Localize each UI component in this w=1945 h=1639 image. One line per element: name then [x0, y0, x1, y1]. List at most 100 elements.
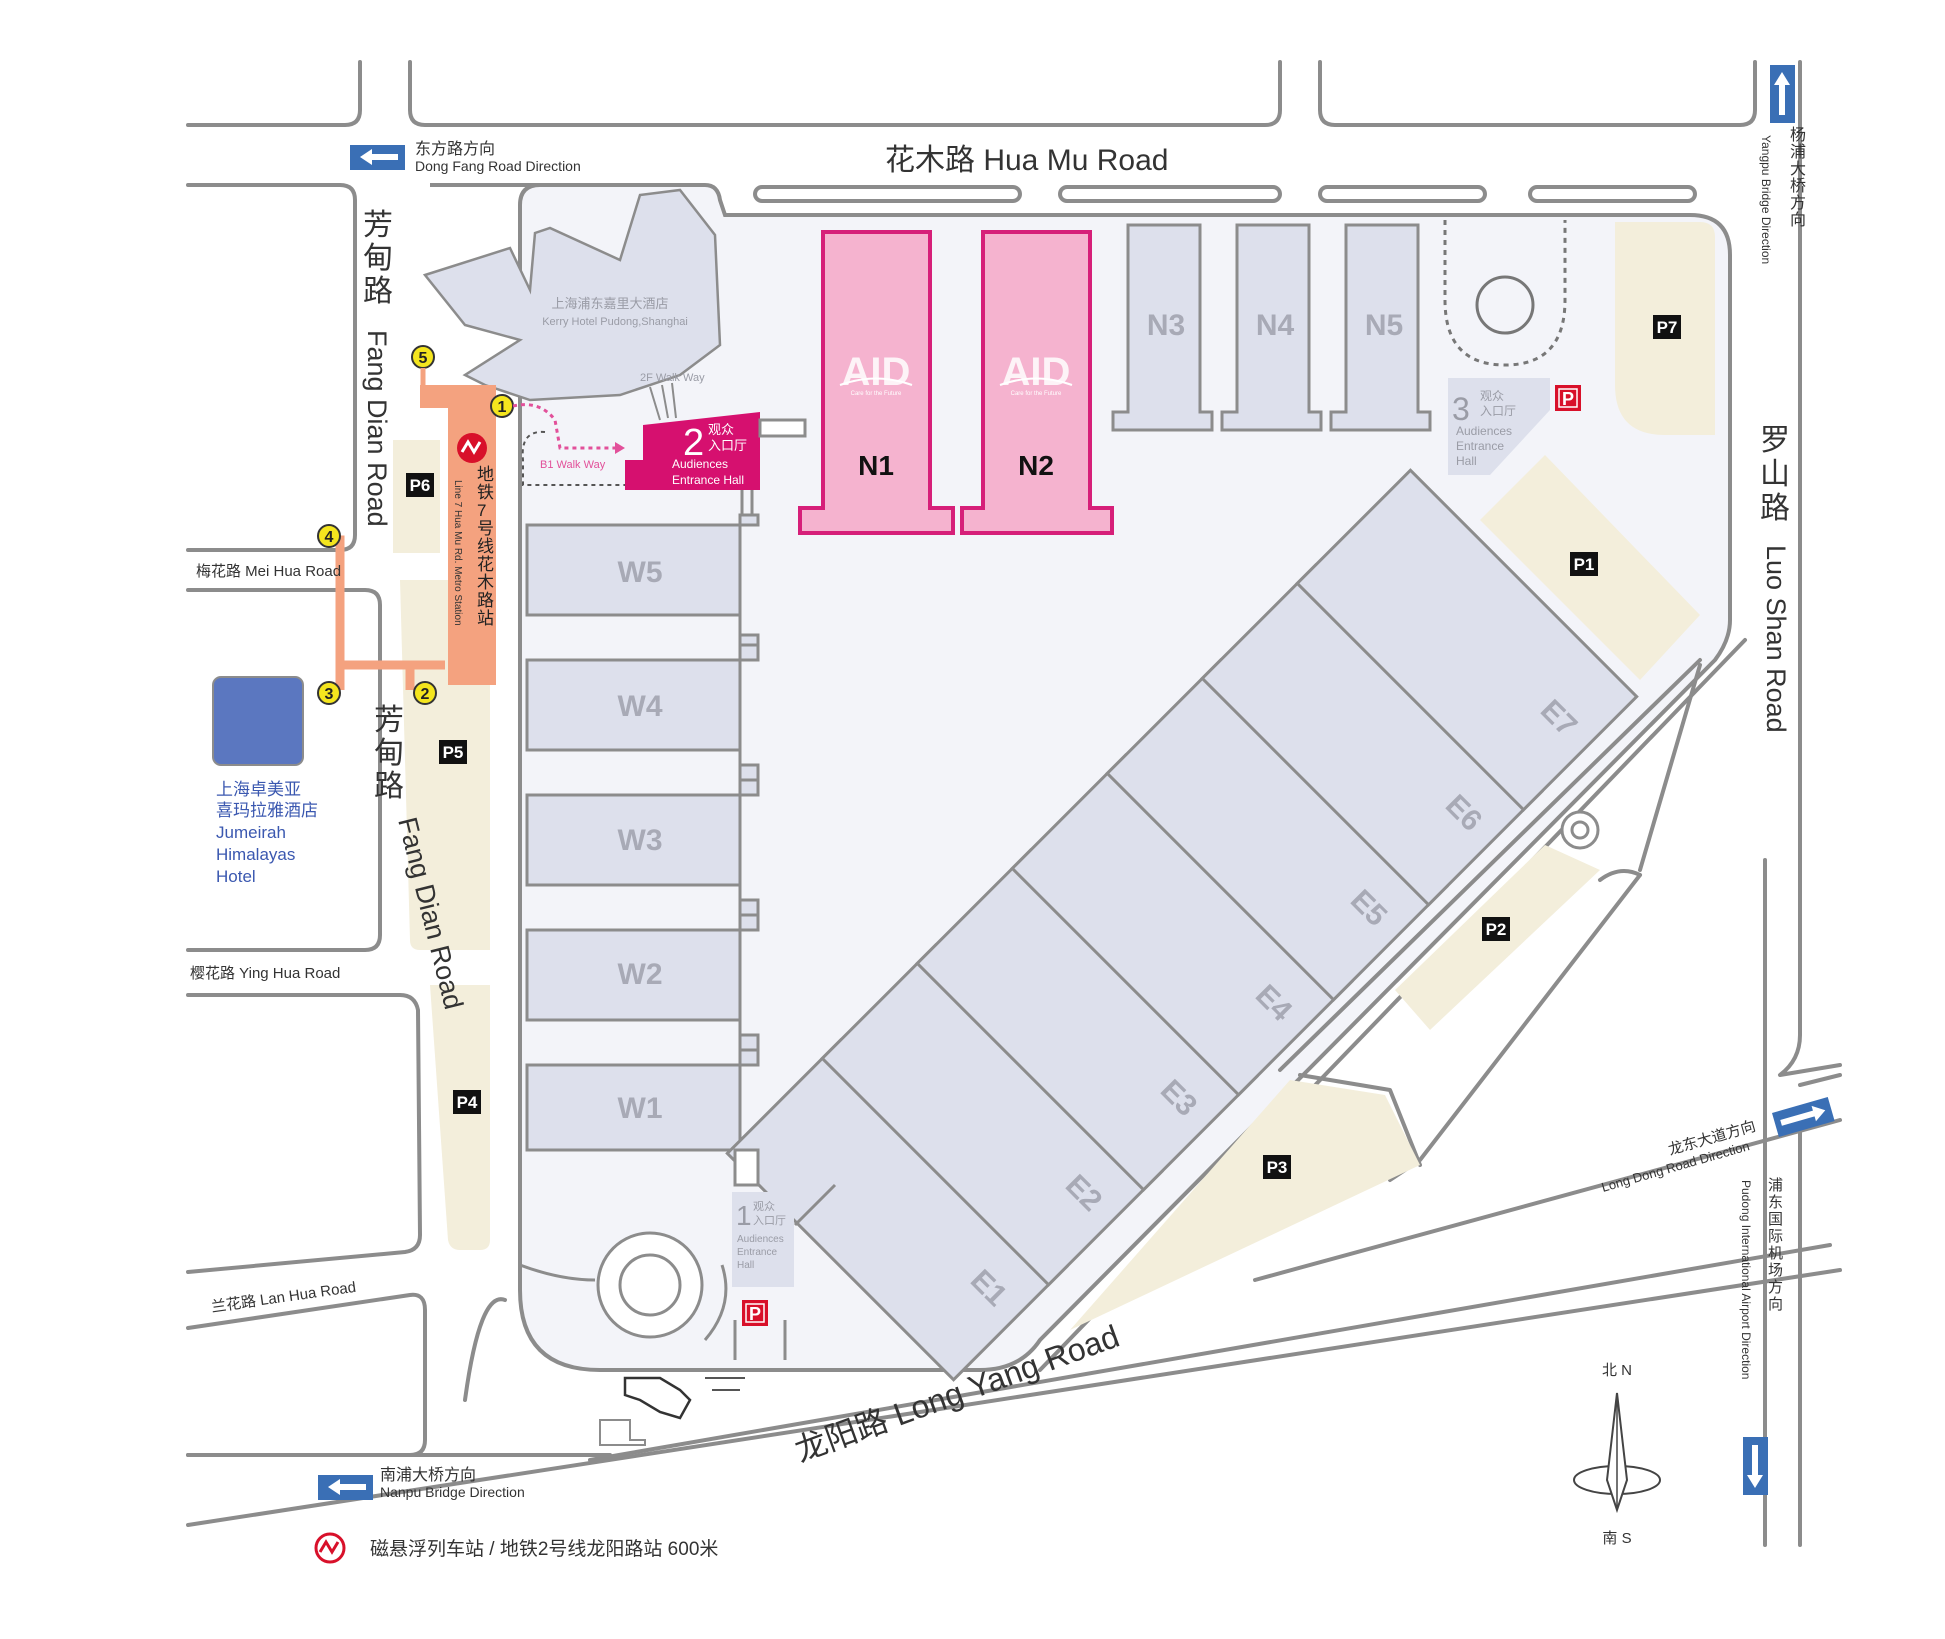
- svg-text:W3: W3: [618, 824, 663, 857]
- road-mei-hua: 梅花路 Mei Hua Road: [196, 563, 341, 580]
- svg-text:2: 2: [421, 686, 430, 703]
- hall-e2[interactable]: E2: [820, 943, 1164, 1287]
- svg-text:P4: P4: [457, 1093, 478, 1112]
- svg-text:4: 4: [325, 529, 334, 546]
- hall-n3[interactable]: N3: [1111, 223, 1214, 432]
- metro-logo-icon: [314, 1532, 346, 1564]
- svg-text:Entrance Hall: Entrance Hall: [672, 473, 744, 487]
- parking-lot-p5[interactable]: P5: [439, 740, 467, 764]
- hall-w2[interactable]: W2: [525, 913, 760, 1052]
- hall-w1[interactable]: W1: [525, 1048, 760, 1152]
- svg-text:Care for the Future: Care for the Future: [1011, 391, 1062, 397]
- parking-lot-p3[interactable]: P3: [1263, 1155, 1291, 1179]
- walkway-2f-label: 2F Walk Way: [640, 372, 705, 384]
- svg-text:P1: P1: [1574, 555, 1595, 574]
- hall-n5[interactable]: N5: [1329, 223, 1432, 432]
- arrow-left-icon: [328, 1479, 366, 1495]
- svg-text:入口厅: 入口厅: [1480, 404, 1516, 418]
- entrance-hall-1[interactable]: 1 观众 入口厅 Audiences Entrance Hall: [732, 1192, 794, 1287]
- svg-text:磁悬浮列车站 / 地铁2号线龙阳路站 600米: 磁悬浮列车站 / 地铁2号线龙阳路站 600米: [370, 1538, 718, 1560]
- parking-lot-p4[interactable]: P4: [453, 1090, 481, 1114]
- parking-lot-p7[interactable]: P7: [1653, 315, 1681, 339]
- road-luo-shan-en: Luo Shan Road: [1761, 545, 1791, 733]
- hall-n1[interactable]: AID Care for the Future N1: [798, 230, 955, 535]
- kerry-hotel-name-cn: 上海浦东嘉里大酒店: [551, 296, 668, 311]
- compass-rose: 北 N 南 S: [1573, 1362, 1661, 1547]
- parking-icon-south: P: [742, 1300, 768, 1326]
- svg-text:Care for the Future: Care for the Future: [851, 391, 902, 397]
- metro-exit-5[interactable]: 5: [411, 345, 435, 369]
- svg-text:入口厅: 入口厅: [708, 438, 747, 453]
- direction-airport: 浦东国际机场方向 Pudong International Airport Di…: [1739, 1177, 1783, 1495]
- svg-text:入口厅: 入口厅: [753, 1215, 786, 1227]
- svg-text:东方路方向: 东方路方向: [415, 140, 495, 158]
- hall-w5[interactable]: W5: [525, 513, 760, 652]
- arrow-up-icon: [1774, 72, 1790, 115]
- hall-n2[interactable]: AID Care for the Future N2: [960, 230, 1114, 535]
- svg-text:Entrance: Entrance: [1456, 439, 1504, 453]
- svg-text:1: 1: [736, 1200, 752, 1231]
- hua-mu-road-medians: [753, 185, 1697, 203]
- parking-lot-p1[interactable]: P1: [1570, 552, 1598, 576]
- south-plaza: [519, 1148, 837, 1360]
- kerry-hotel-name-en: Kerry Hotel Pudong,Shanghai: [542, 316, 688, 328]
- road-hua-mu: 花木路 Hua Mu Road: [885, 144, 1168, 177]
- parking-badges: P1 P2 P3 P4 P5 P6 P7: [406, 315, 1681, 1179]
- svg-text:Audiences: Audiences: [737, 1234, 784, 1245]
- svg-text:喜玛拉雅酒店: 喜玛拉雅酒店: [216, 801, 318, 820]
- svg-text:N1: N1: [858, 450, 894, 481]
- road-fang-dian-north-cn: 芳甸路: [363, 209, 393, 308]
- walkway-b1-label: B1 Walk Way: [540, 459, 606, 471]
- svg-text:W1: W1: [618, 1092, 663, 1125]
- metro-exit-4[interactable]: 4: [317, 524, 341, 548]
- hall-w3[interactable]: W3: [525, 778, 760, 917]
- arrow-right-icon: [1780, 1105, 1826, 1126]
- svg-text:N5: N5: [1365, 309, 1403, 342]
- road-fang-dian-north-en: Fang Dian Road: [362, 330, 392, 527]
- road-luo-shan-cn: 罗山路: [1760, 424, 1790, 525]
- svg-text:观众: 观众: [1480, 389, 1504, 403]
- east-halls: E1 E2 E3 E4 E5 E6 E7: [725, 468, 1639, 1382]
- svg-text:2: 2: [683, 422, 704, 464]
- metro-exits: 5 1 4 3 2: [317, 345, 514, 705]
- svg-text:N4: N4: [1256, 309, 1295, 342]
- svg-text:W2: W2: [618, 958, 663, 991]
- aid-logo: AID: [842, 350, 911, 394]
- hall-e7[interactable]: E7: [1295, 468, 1639, 812]
- road-lan-hua: 兰花路 Lan Hua Road: [210, 1279, 357, 1316]
- jumeirah-hotel: 上海卓美亚 喜玛拉雅酒店 Jumeirah Himalayas Hotel: [212, 676, 318, 886]
- svg-text:3: 3: [325, 686, 334, 703]
- svg-text:Hotel: Hotel: [216, 867, 256, 886]
- svg-text:W4: W4: [618, 690, 663, 723]
- direction-dong-fang: 东方路方向 Dong Fang Road Direction: [350, 140, 581, 174]
- parking-lot-p3-area: [1070, 1080, 1420, 1330]
- parking-symbols: P P: [742, 385, 1581, 1326]
- svg-text:5: 5: [419, 350, 428, 367]
- metro-exit-2[interactable]: 2: [413, 681, 437, 705]
- metro-exit-1[interactable]: 1: [490, 394, 514, 418]
- svg-text:Yangpu Bridge Direction: Yangpu Bridge Direction: [1759, 135, 1773, 264]
- svg-text:上海卓美亚: 上海卓美亚: [216, 780, 301, 799]
- svg-text:P5: P5: [443, 743, 464, 762]
- svg-text:Nanpu Bridge Direction: Nanpu Bridge Direction: [380, 1484, 525, 1500]
- hall-n4[interactable]: N4: [1220, 223, 1323, 432]
- parking-lot-p2[interactable]: P2: [1482, 917, 1510, 941]
- svg-text:N2: N2: [1018, 450, 1054, 481]
- maglev-note: 磁悬浮列车站 / 地铁2号线龙阳路站 600米: [314, 1532, 718, 1564]
- svg-text:南 S: 南 S: [1602, 1530, 1631, 1547]
- arrow-down-icon: [1747, 1445, 1763, 1488]
- svg-text:南浦大桥方向: 南浦大桥方向: [380, 1466, 476, 1484]
- svg-text:杨浦大桥方向: 杨浦大桥方向: [1790, 126, 1806, 229]
- entrance-hall-3[interactable]: 3 观众 入口厅 Audiences Entrance Hall: [1448, 378, 1550, 475]
- metro-station-en: Line 7 Hua Mu Rd. Metro Station: [452, 480, 463, 626]
- north-plaza: [1443, 220, 1567, 367]
- parking-lot-p6[interactable]: P6: [406, 473, 434, 497]
- svg-text:Dong Fang Road Direction: Dong Fang Road Direction: [415, 158, 581, 174]
- svg-text:Audiences: Audiences: [1456, 424, 1512, 438]
- svg-text:1: 1: [498, 399, 507, 416]
- hall-e6[interactable]: E6: [1200, 563, 1544, 907]
- metro-exit-3[interactable]: 3: [317, 681, 341, 705]
- svg-text:浦东国际机场方向: 浦东国际机场方向: [1768, 1177, 1783, 1313]
- svg-text:Hall: Hall: [737, 1260, 754, 1271]
- kerry-hotel-building: [422, 188, 722, 402]
